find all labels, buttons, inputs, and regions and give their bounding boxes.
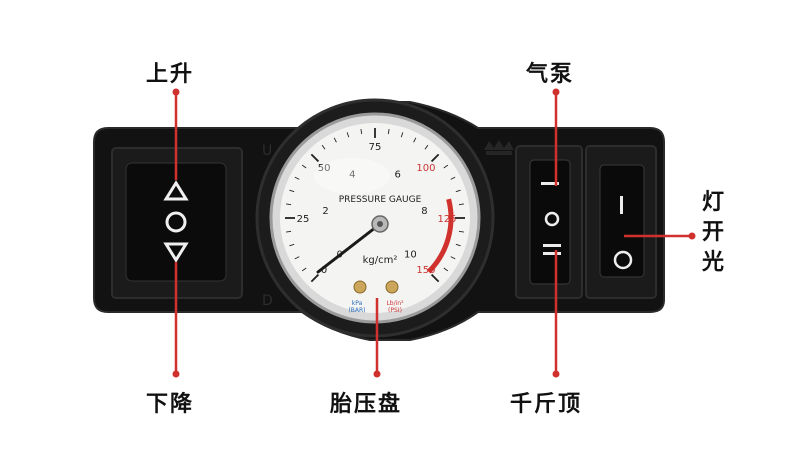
gauge-inner-label: 10 bbox=[404, 249, 417, 260]
gauge-tick bbox=[333, 137, 337, 143]
jack-double-line-icon-b bbox=[543, 252, 561, 255]
gauge-tick bbox=[400, 132, 404, 138]
gauge-scale: 02550751001251500246810 bbox=[285, 128, 465, 283]
gauge-outer-label: 75 bbox=[369, 142, 382, 153]
gauge-tick bbox=[413, 137, 417, 143]
gauge-inner-label: 8 bbox=[421, 206, 427, 217]
gauge-title: PRESSURE GAUGE bbox=[339, 195, 422, 205]
gauge-outer-label: 25 bbox=[297, 214, 310, 225]
gauge-tick bbox=[430, 153, 440, 163]
pump-top-line-icon bbox=[541, 182, 559, 185]
pump-off-circle-icon bbox=[544, 211, 560, 227]
gauge-tick bbox=[424, 144, 429, 150]
gauge-tick bbox=[301, 164, 307, 169]
gauge-tick bbox=[289, 243, 295, 247]
gauge-outer-label: 125 bbox=[437, 214, 456, 225]
gauge-tick bbox=[346, 132, 350, 138]
gauge-tick bbox=[310, 153, 320, 163]
gauge-tick bbox=[286, 230, 292, 233]
gauge-tick bbox=[443, 164, 449, 169]
gauge-outer-label: 0 bbox=[321, 265, 327, 276]
gauge-tick bbox=[455, 189, 461, 193]
gauge-tick bbox=[286, 203, 292, 206]
crown-logo-icon bbox=[484, 140, 514, 155]
gauge-tick bbox=[321, 144, 326, 150]
gauge-tick bbox=[310, 273, 320, 283]
gauge-inner-label: 6 bbox=[395, 169, 401, 180]
label-tire-gauge: 胎压盘 bbox=[330, 392, 403, 417]
gauge-tick bbox=[294, 176, 300, 180]
up-arrow-icon bbox=[163, 180, 189, 201]
svg-text:Lb/in²(PSI): Lb/in²(PSI) bbox=[386, 300, 404, 314]
gauge-tick bbox=[443, 267, 449, 272]
svg-text:kPa(BAR): kPa(BAR) bbox=[348, 300, 365, 314]
panel-mark-d: D bbox=[262, 293, 273, 309]
label-light-switch: 灯开光 bbox=[701, 190, 724, 275]
gauge-needle bbox=[316, 215, 389, 274]
gauge-unit-left: kPa(BAR) bbox=[348, 280, 367, 314]
gauge-red-zone bbox=[426, 198, 454, 274]
light-off-circle-icon bbox=[613, 250, 633, 270]
callout-dots bbox=[172, 88, 696, 378]
label-jack: 千斤顶 bbox=[510, 392, 583, 417]
gauge-inner-label: 4 bbox=[349, 169, 355, 180]
gauge-tick bbox=[360, 129, 363, 135]
gauge-tick bbox=[430, 273, 440, 283]
gauge-tick bbox=[387, 129, 390, 135]
gauge-unit: kg/cm² bbox=[363, 255, 398, 266]
jack-double-line-icon-a bbox=[543, 244, 561, 247]
gauge-inner-label: 2 bbox=[322, 206, 328, 217]
gauge-outer-label: 100 bbox=[416, 163, 435, 174]
down-arrow-icon bbox=[163, 242, 189, 263]
label-up: 上升 bbox=[146, 62, 195, 87]
gauge-tick bbox=[458, 230, 464, 233]
gauge-tick bbox=[458, 203, 464, 206]
gauge-tick bbox=[450, 256, 456, 260]
gauge-tick bbox=[289, 189, 295, 193]
gauge-glass-highlight bbox=[314, 158, 390, 194]
callout-lines bbox=[174, 92, 692, 374]
gauge-tick bbox=[294, 256, 300, 260]
gauge-outer-label: 150 bbox=[416, 265, 435, 276]
label-air-pump: 气泵 bbox=[526, 62, 575, 87]
panel-mark-u: U bbox=[262, 143, 272, 159]
gauge-outer-label: 50 bbox=[318, 163, 331, 174]
light-switch-rocker[interactable] bbox=[599, 164, 645, 278]
pump-jack-rocker[interactable] bbox=[529, 159, 571, 285]
gauge-unit-right: Lb/in²(PSI) bbox=[385, 280, 404, 314]
light-on-line-icon bbox=[620, 196, 623, 214]
lift-circle-icon bbox=[165, 211, 187, 233]
gauge-tick bbox=[301, 267, 307, 272]
gauge-tick bbox=[450, 176, 456, 180]
label-down: 下降 bbox=[146, 392, 195, 417]
gauge-tick bbox=[455, 243, 461, 247]
